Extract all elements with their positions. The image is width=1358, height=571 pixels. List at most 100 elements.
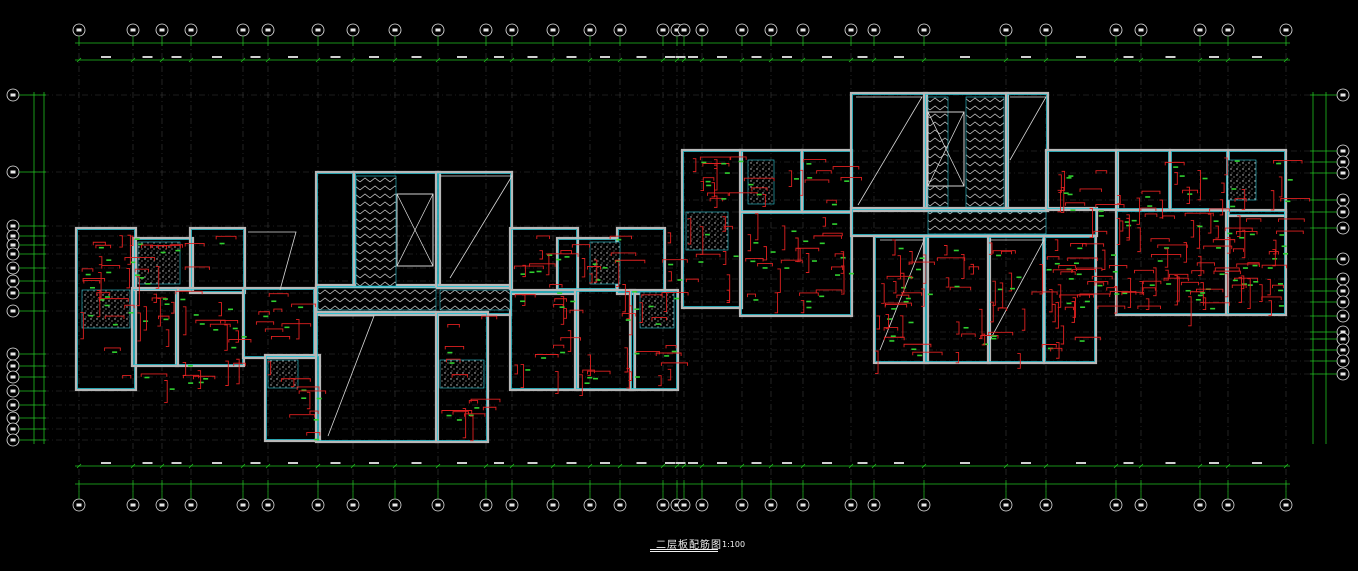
room-wall <box>508 226 580 296</box>
rebar-label <box>891 308 897 310</box>
axis-bubble-top-text <box>188 28 194 32</box>
rebar-bar <box>235 330 239 343</box>
axis-bubble-left-text <box>10 234 16 238</box>
dimension-text <box>171 56 182 58</box>
rebar-bar <box>1202 297 1207 311</box>
rebar-label <box>1114 293 1120 295</box>
rebar-bar <box>1207 213 1212 234</box>
rebar-bar <box>1267 278 1271 296</box>
rebar-label <box>721 198 727 200</box>
rebar-bar <box>215 235 237 240</box>
dimension-text <box>782 462 792 464</box>
rebar-label <box>616 238 622 241</box>
room-wall <box>188 226 247 295</box>
rebar-bar <box>1227 237 1231 254</box>
rebar-label <box>1278 305 1284 307</box>
rebar-label <box>701 161 707 164</box>
room-wall <box>77 229 135 389</box>
rebar-label <box>1281 245 1287 248</box>
room-wall <box>511 229 577 293</box>
dimension-text <box>494 462 504 464</box>
dimension-tick <box>739 57 745 63</box>
dimension-tick <box>1283 463 1289 469</box>
rebar-bar <box>560 296 565 325</box>
dimension-text <box>636 462 647 464</box>
rebar-label <box>634 352 640 355</box>
rebar-label <box>187 364 193 367</box>
rebar-bar <box>554 298 567 302</box>
axis-bubble-top-text <box>681 28 687 32</box>
rebar-bar <box>1169 273 1189 278</box>
rebar-bar <box>192 375 216 380</box>
rebar-label <box>1232 279 1238 282</box>
rebar-bar <box>1136 197 1140 225</box>
rebar-bar <box>1117 195 1121 205</box>
axis-bubble-right-text <box>1340 289 1346 293</box>
rebar-bar <box>1137 227 1141 253</box>
rebar-label <box>748 183 754 186</box>
rebar-label <box>199 323 205 325</box>
axis-bubble-top-text <box>674 28 680 32</box>
axis-bubble-right-text <box>1340 149 1346 153</box>
rebar-label <box>231 346 237 349</box>
rebar-label <box>1287 179 1293 181</box>
rebar-bar <box>1082 243 1105 247</box>
rebar-label <box>1164 247 1170 249</box>
rebar-label <box>1126 224 1132 227</box>
axis-bubble-top-text <box>921 28 927 32</box>
rebar-bar <box>695 253 721 258</box>
rebar-label <box>525 369 531 371</box>
dimension-tick <box>315 57 321 63</box>
axis-bubble-bottom-text <box>768 503 774 507</box>
rebar-label <box>982 343 988 346</box>
dimension-tick <box>435 463 441 469</box>
rebar-bar <box>124 257 156 261</box>
rebar-bar <box>955 321 960 335</box>
elevator-shaft <box>396 193 434 267</box>
dimension-text <box>250 462 261 464</box>
rebar-label <box>793 178 799 180</box>
axis-bubble-top-text <box>315 28 321 32</box>
rebar-bar <box>981 333 986 346</box>
rebar-bar <box>781 225 786 251</box>
rebar-bar <box>451 374 469 378</box>
rebar-bar <box>661 292 689 296</box>
rebar-label <box>1227 232 1233 235</box>
axis-bubble-bottom-text <box>848 503 854 507</box>
rebar-bar <box>992 280 996 306</box>
rebar-bar <box>258 311 270 315</box>
rebar-bar <box>555 371 559 395</box>
rebar-label <box>1149 284 1155 286</box>
rebar-bar <box>228 339 252 343</box>
axis-bubble-left-text <box>10 224 16 228</box>
rebar-bar <box>82 278 106 282</box>
rebar-bar <box>1057 189 1062 213</box>
dimension-tick <box>1043 463 1049 469</box>
axis-bubble-right-text <box>1340 160 1346 164</box>
axis-bubble-left-text <box>10 403 16 407</box>
rebar-label <box>916 268 922 271</box>
dimension-text <box>411 56 422 58</box>
rebar-label <box>241 335 247 338</box>
rebar-bar <box>586 266 601 270</box>
rebar-label <box>1166 283 1172 285</box>
axis-bubble-bottom-text <box>800 503 806 507</box>
rebar-bar <box>593 259 598 283</box>
rebar-bar <box>1224 273 1229 298</box>
rebar-bar <box>628 305 633 336</box>
dimension-tick <box>1113 463 1119 469</box>
rebar-bar <box>1261 296 1282 300</box>
rebar-bar <box>195 319 226 324</box>
drawing-title: 二层板配筋图 <box>656 540 722 551</box>
axis-bubble-top-text <box>1003 28 1009 32</box>
rebar-label <box>446 414 452 417</box>
dimension-text <box>717 56 727 58</box>
dimension-text <box>688 462 698 464</box>
rebar-bar <box>1071 300 1075 323</box>
rebar-bar <box>961 254 965 279</box>
dimension-text <box>212 462 222 464</box>
rebar-bar <box>1182 189 1198 194</box>
axis-bubble-top-text <box>350 28 356 32</box>
